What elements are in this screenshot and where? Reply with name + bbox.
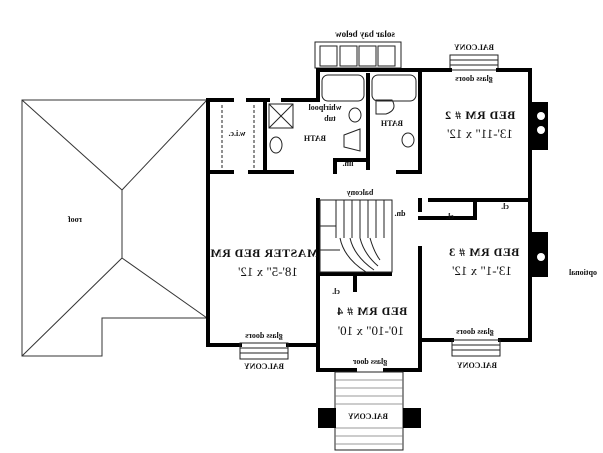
optional-label: optional: [568, 268, 597, 277]
glass-doors-master-label: glass doors: [245, 331, 283, 340]
balcony-br3: [451, 339, 501, 357]
chimney-br2: [530, 102, 548, 150]
room-size-br2: 13'-11" x 12': [447, 126, 513, 141]
whirlpool-label: whirlpool: [308, 103, 342, 112]
room-name-br4: BED RM # 4: [337, 304, 408, 318]
closet-br2-label: cl.: [501, 202, 509, 211]
room-size-br3: 13'-1" x 12': [452, 263, 512, 278]
glass-door-br4-label: glass door: [352, 357, 387, 366]
bath-fixtures: [221, 74, 417, 168]
balcony-upper: [449, 54, 499, 71]
tub-label: tub: [324, 114, 336, 123]
closet-br3-label: cl.: [446, 212, 454, 221]
down-label: dn.: [395, 209, 406, 218]
balcony-br3-label: BALCONY: [457, 361, 497, 370]
balcony-interior-label: balcony: [347, 188, 374, 197]
closet-br4-label: cl.: [332, 287, 340, 296]
balcony-master-label: BALCONY: [244, 362, 284, 371]
staircase[interactable]: [319, 199, 393, 273]
room-size-master: 18'-5" x 12': [238, 264, 298, 279]
bath-master-label: BATH: [303, 134, 326, 143]
balcony-front: [318, 371, 421, 451]
roof-label: roof: [68, 215, 82, 224]
balcony-master: [239, 342, 289, 360]
balcony-upper-label: BALCONY: [454, 43, 494, 52]
roof-area: [21, 99, 208, 357]
room-size-br4: 10'-10" x 10': [338, 323, 404, 338]
solar-bay: [314, 41, 402, 69]
linen-label: lin.: [343, 159, 354, 168]
room-name-br2: BED RM # 2: [445, 108, 516, 122]
solar-bay-label: solar bay below: [335, 29, 395, 39]
bath-2-label: BATH: [380, 119, 403, 128]
balcony-front-label: BALCONY: [348, 412, 388, 421]
wic-label: w.i.c.: [228, 129, 245, 138]
room-name-br3: BED RM # 3: [449, 245, 520, 259]
chimney-br3: [530, 232, 548, 277]
room-name-master: MASTER BED RM: [210, 246, 319, 260]
walls: [206, 68, 532, 372]
glass-doors-br2-label: glass doors: [455, 74, 493, 83]
glass-doors-br3-label: glass doors: [456, 327, 494, 336]
